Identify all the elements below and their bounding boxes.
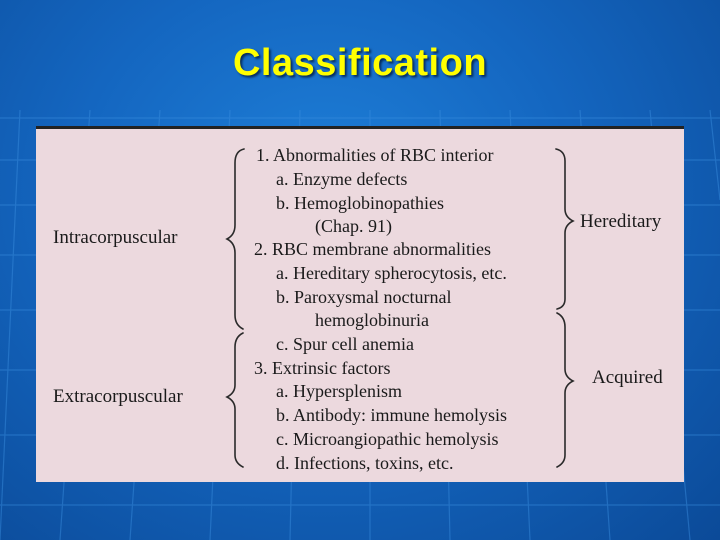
item-subitem: a. Hypersplenism [276,381,402,401]
classification-table: Intracorpuscular Extracorpuscular Heredi… [36,126,684,482]
item-heading: 1. Abnormalities of RBC interior [256,145,494,165]
label-acquired: Acquired [592,367,663,388]
right-brace-hereditary [555,148,575,310]
item-subitem: c. Microangiopathic hemolysis [276,429,499,449]
label-hereditary: Hereditary [580,211,662,232]
slide-title: Classification [232,42,488,84]
right-brace-acquired [556,312,575,468]
item-heading: 2. RBC membrane abnormalities [254,239,491,259]
item-heading: 3. Extrinsic factors [254,358,391,378]
item-subitem: a. Enzyme defects [276,169,408,189]
item-subitem: b. Paroxysmal nocturnal [276,287,452,307]
item-subitem: a. Hereditary spherocytosis, etc. [276,263,507,283]
item-subitem: b. Hemoglobinopathies [276,193,444,213]
left-brace-extra [225,332,244,468]
item-continuation: (Chap. 91) [315,216,392,236]
item-continuation: hemoglobinuria [315,310,429,330]
left-brace-intra [225,148,245,330]
item-subitem: d. Infections, toxins, etc. [276,453,454,473]
label-extracorpuscular: Extracorpuscular [53,386,183,407]
item-subitem: c. Spur cell anemia [276,334,414,354]
item-subitem: b. Antibody: immune hemolysis [276,405,508,425]
label-intracorpuscular: Intracorpuscular [53,227,178,248]
bracket-lines [225,148,575,468]
